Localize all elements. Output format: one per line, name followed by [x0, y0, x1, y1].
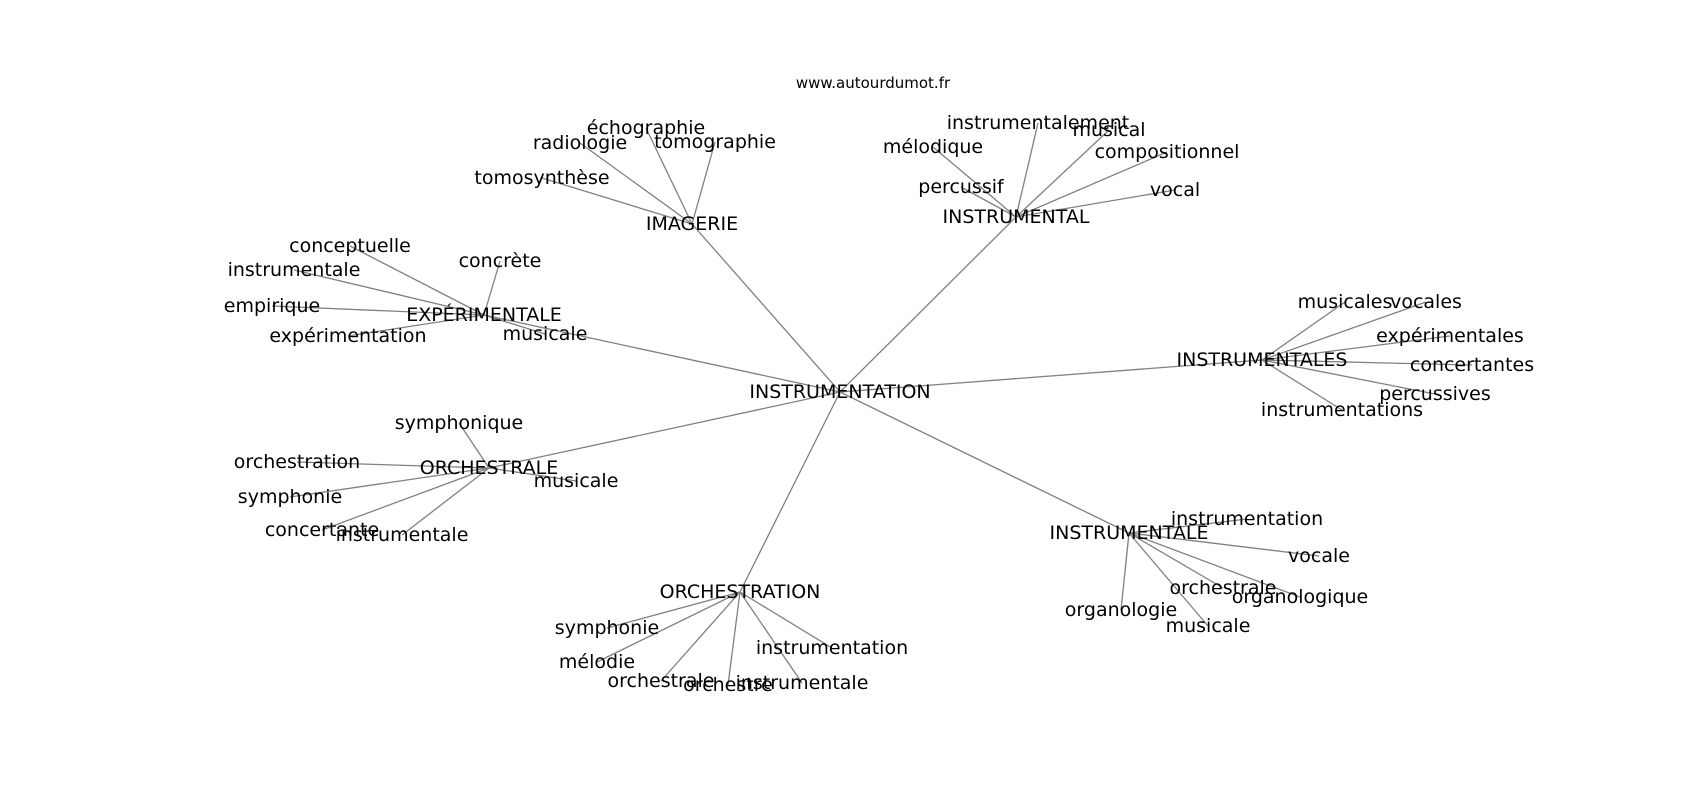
- leaf-node-instrumental-instrumentalement: instrumentalement: [947, 112, 1130, 134]
- edge-center-to-instrumental: [839, 216, 1017, 393]
- edge-orchestrale-to-instrumentale: [401, 467, 490, 536]
- edge-instrumentales-to-musicales: [1261, 301, 1346, 361]
- leaf-node-instrumentales-concertantes: concertantes: [1410, 354, 1534, 376]
- leaf-node-imagerie-echographie: échographie: [587, 117, 705, 139]
- leaf-node-experimentale-experimentation: expérimentation: [269, 325, 426, 347]
- leaf-node-orchestrale-symphonique: symphonique: [395, 412, 524, 434]
- edge-imagerie-to-echographie: [645, 127, 693, 225]
- leaf-node-orchestrale-orchestration: orchestration: [234, 451, 360, 473]
- edge-orchestration-to-orchestre: [727, 591, 741, 686]
- hub-node-instrumentales: INSTRUMENTALES: [1177, 349, 1348, 371]
- source-credit: www.autourdumot.fr: [796, 74, 951, 92]
- leaf-node-instrumentale-organologique: organologique: [1232, 586, 1369, 608]
- leaf-node-orchestrale-symphonie: symphonie: [238, 486, 342, 508]
- edge-center-to-orchestration: [739, 391, 841, 593]
- leaf-node-instrumentales-instrumentations: instrumentations: [1261, 399, 1423, 421]
- edge-orchestration-to-symphonie: [606, 591, 741, 629]
- leaf-node-experimentale-concrete: concrète: [459, 250, 542, 272]
- leaf-node-instrumentales-musicales: musicales: [1298, 291, 1393, 313]
- leaf-node-experimentale-instrumentale: instrumentale: [228, 259, 361, 281]
- edge-orchestrale-to-orchestration: [296, 461, 490, 469]
- edge-orchestrale-to-musicale: [488, 467, 577, 482]
- graph-edges: [271, 122, 1473, 686]
- leaf-node-orchestration-instrumentation: instrumentation: [756, 637, 908, 659]
- hub-node-orchestration: ORCHESTRATION: [660, 581, 821, 603]
- leaf-node-instrumentales-vocales: vocales: [1390, 291, 1462, 313]
- leaf-node-instrumentales-experimentales: expérimentales: [1376, 325, 1524, 347]
- edge-instrumentales-to-experimentales: [1261, 335, 1451, 361]
- leaf-node-experimentale-musicale: musicale: [503, 323, 588, 345]
- edge-instrumentale-to-vocale: [1128, 532, 1320, 557]
- center-node-label: INSTRUMENTATION: [749, 381, 930, 403]
- edge-center-to-experimentale: [483, 314, 841, 393]
- hub-node-imagerie: IMAGERIE: [646, 213, 738, 235]
- edge-orchestration-to-instrumentation: [739, 591, 833, 649]
- edge-experimentale-to-experimentation: [347, 314, 485, 337]
- hub-node-orchestrale: ORCHESTRALE: [420, 457, 558, 479]
- edge-experimentale-to-concrete: [483, 260, 501, 316]
- leaf-node-instrumental-vocal: vocal: [1150, 179, 1200, 201]
- edge-imagerie-to-tomosynthese: [541, 177, 693, 225]
- leaf-node-instrumental-musical: musical: [1072, 119, 1145, 141]
- leaf-node-experimentale-conceptuelle: conceptuelle: [289, 235, 411, 257]
- edge-instrumentale-to-musicale: [1128, 532, 1209, 627]
- hub-node-instrumental: INSTRUMENTAL: [943, 206, 1090, 228]
- leaf-node-instrumentale-instrumentation: instrumentation: [1171, 508, 1323, 530]
- hub-node-instrumentale: INSTRUMENTALE: [1050, 522, 1209, 544]
- edge-orchestration-to-melodie: [596, 591, 741, 663]
- edge-imagerie-to-tomographie: [691, 141, 716, 225]
- leaf-node-orchestrale-instrumentale: instrumentale: [336, 524, 469, 546]
- leaf-node-instrumental-percussif: percussif: [918, 176, 1005, 198]
- edge-instrumentale-to-organologie: [1120, 532, 1130, 611]
- leaf-node-orchestration-instrumentale: instrumentale: [736, 672, 869, 694]
- edge-center-to-instrumentale: [839, 391, 1130, 534]
- leaf-node-instrumental-compositionnel: compositionnel: [1095, 141, 1240, 163]
- edge-experimentale-to-musicale: [483, 314, 546, 335]
- leaf-node-imagerie-tomosynthese: tomosynthèse: [474, 167, 609, 189]
- leaf-node-instrumentale-vocale: vocale: [1288, 545, 1350, 567]
- edge-instrumentale-to-orchestrale: [1128, 532, 1224, 589]
- edge-orchestration-to-orchestrale: [660, 591, 741, 682]
- leaf-node-orchestration-melodie: mélodie: [559, 651, 635, 673]
- edge-experimentale-to-conceptuelle: [349, 245, 485, 316]
- edge-instrumentales-to-percussives: [1261, 359, 1436, 395]
- leaf-node-orchestrale-musicale: musicale: [534, 470, 619, 492]
- edge-experimentale-to-empirique: [271, 305, 485, 316]
- edge-experimentale-to-instrumentale: [293, 269, 485, 316]
- leaf-node-orchestration-orchestre: orchestre: [683, 674, 773, 696]
- leaf-node-instrumentale-organologie: organologie: [1065, 599, 1177, 621]
- leaf-node-orchestrale-concertante: concertante: [265, 519, 379, 541]
- edge-instrumental-to-vocal: [1015, 189, 1176, 218]
- leaf-node-orchestration-orchestrale: orchestrale: [608, 670, 715, 692]
- leaf-node-instrumentale-orchestrale: orchestrale: [1170, 577, 1277, 599]
- edge-center-to-imagerie: [691, 223, 841, 393]
- hub-node-experimentale: EXPÉRIMENTALE: [406, 303, 562, 326]
- edge-orchestrale-to-symphonie: [289, 467, 490, 498]
- leaf-node-imagerie-tomographie: tomographie: [654, 131, 776, 153]
- edge-instrumental-to-musical: [1015, 129, 1110, 218]
- leaf-node-orchestration-symphonie: symphonie: [555, 617, 659, 639]
- edge-orchestration-to-instrumentale: [739, 591, 803, 684]
- leaf-node-instrumentale-musicale: musicale: [1166, 615, 1251, 637]
- edge-center-to-orchestrale: [488, 391, 841, 469]
- edge-instrumentales-to-concertantes: [1261, 359, 1473, 366]
- edge-instrumentale-to-organologique: [1128, 532, 1301, 598]
- edge-instrumentale-to-instrumentation: [1128, 518, 1248, 534]
- edge-instrumental-to-melodique: [932, 146, 1017, 218]
- edge-orchestrale-to-concertante: [321, 467, 490, 531]
- graph-labels: INSTRUMENTATION IMAGERIE échographieradiol…: [224, 112, 1534, 696]
- edge-center-to-instrumentales: [839, 359, 1263, 393]
- leaf-node-experimentale-empirique: empirique: [224, 295, 320, 317]
- leaf-node-imagerie-radiologie: radiologie: [533, 132, 627, 154]
- leaf-node-instrumental-melodique: mélodique: [883, 136, 983, 158]
- leaf-node-instrumentales-percussives: percussives: [1379, 383, 1491, 405]
- edge-instrumental-to-instrumentalement: [1015, 122, 1039, 218]
- edge-instrumental-to-compositionnel: [1015, 151, 1168, 218]
- edge-instrumentales-to-instrumentations: [1261, 359, 1343, 411]
- edge-instrumentales-to-vocales: [1261, 301, 1427, 361]
- edge-orchestrale-to-symphonique: [458, 422, 490, 469]
- edge-imagerie-to-radiologie: [579, 142, 693, 225]
- edge-instrumental-to-percussif: [960, 186, 1017, 218]
